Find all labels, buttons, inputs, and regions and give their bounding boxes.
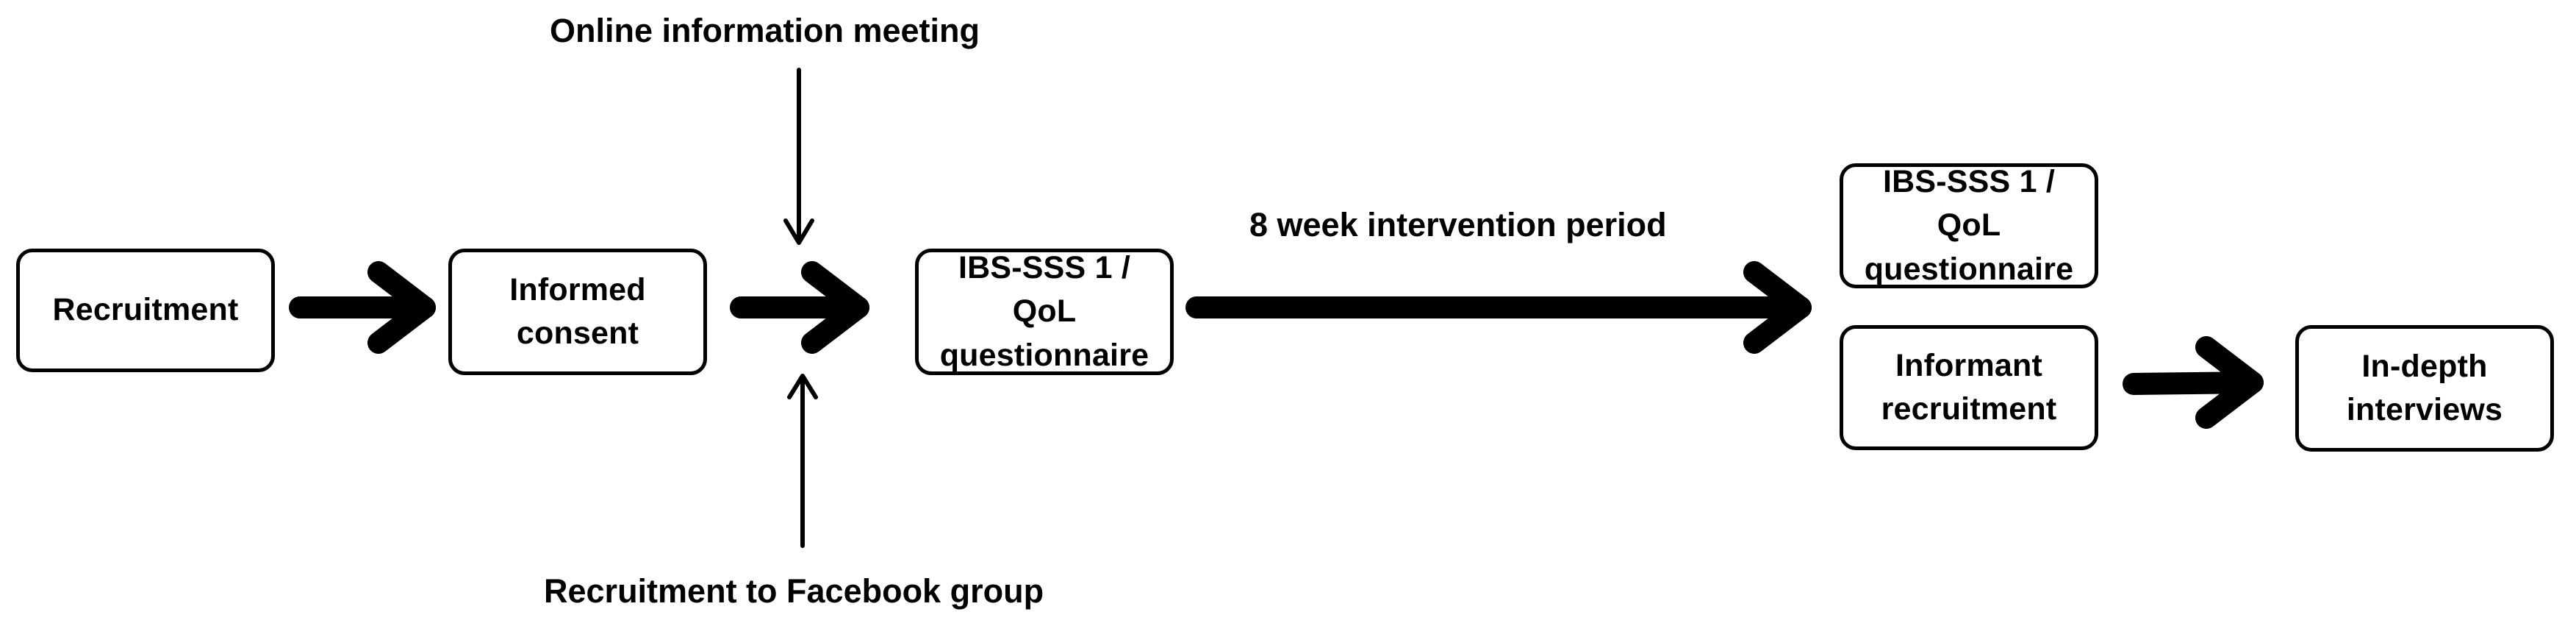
- questionnaire-baseline-label: IBS-SSS 1 / QoL questionnaire: [939, 250, 1149, 373]
- questionnaire-followup-box: IBS-SSS 1 / QoL questionnaire: [1840, 163, 2098, 288]
- questionnaire-followup-label: IBS-SSS 1 / QoL questionnaire: [1864, 164, 2074, 287]
- informant-recruitment-box: Informant recruitment: [1840, 325, 2098, 450]
- recruitment-box: Recruitment: [16, 249, 275, 372]
- in-depth-interviews-label: In-depth interviews: [2346, 348, 2503, 427]
- arrow-consent-to-questionnaire: [730, 261, 869, 354]
- facebook-group-label: Recruitment to Facebook group: [544, 572, 1044, 610]
- informed-consent-box: Informed consent: [448, 249, 707, 375]
- arrow-online-meeting-down: [783, 68, 814, 245]
- in-depth-interviews-box: In-depth interviews: [2295, 325, 2554, 452]
- online-information-meeting-label: Online information meeting: [550, 12, 980, 49]
- informant-recruitment-label: Informant recruitment: [1881, 347, 2057, 427]
- arrow-facebook-group-up: [787, 374, 818, 548]
- recruitment-label: Recruitment: [52, 292, 239, 328]
- intervention-period-label: 8 week intervention period: [1249, 206, 1667, 243]
- arrow-recruitment-to-consent: [289, 261, 436, 354]
- arrow-informant-to-interviews: [2123, 336, 2264, 429]
- informed-consent-label: Informed consent: [509, 271, 646, 351]
- arrow-intervention-period: [1185, 261, 1812, 354]
- questionnaire-baseline-box: IBS-SSS 1 / QoL questionnaire: [915, 249, 1174, 375]
